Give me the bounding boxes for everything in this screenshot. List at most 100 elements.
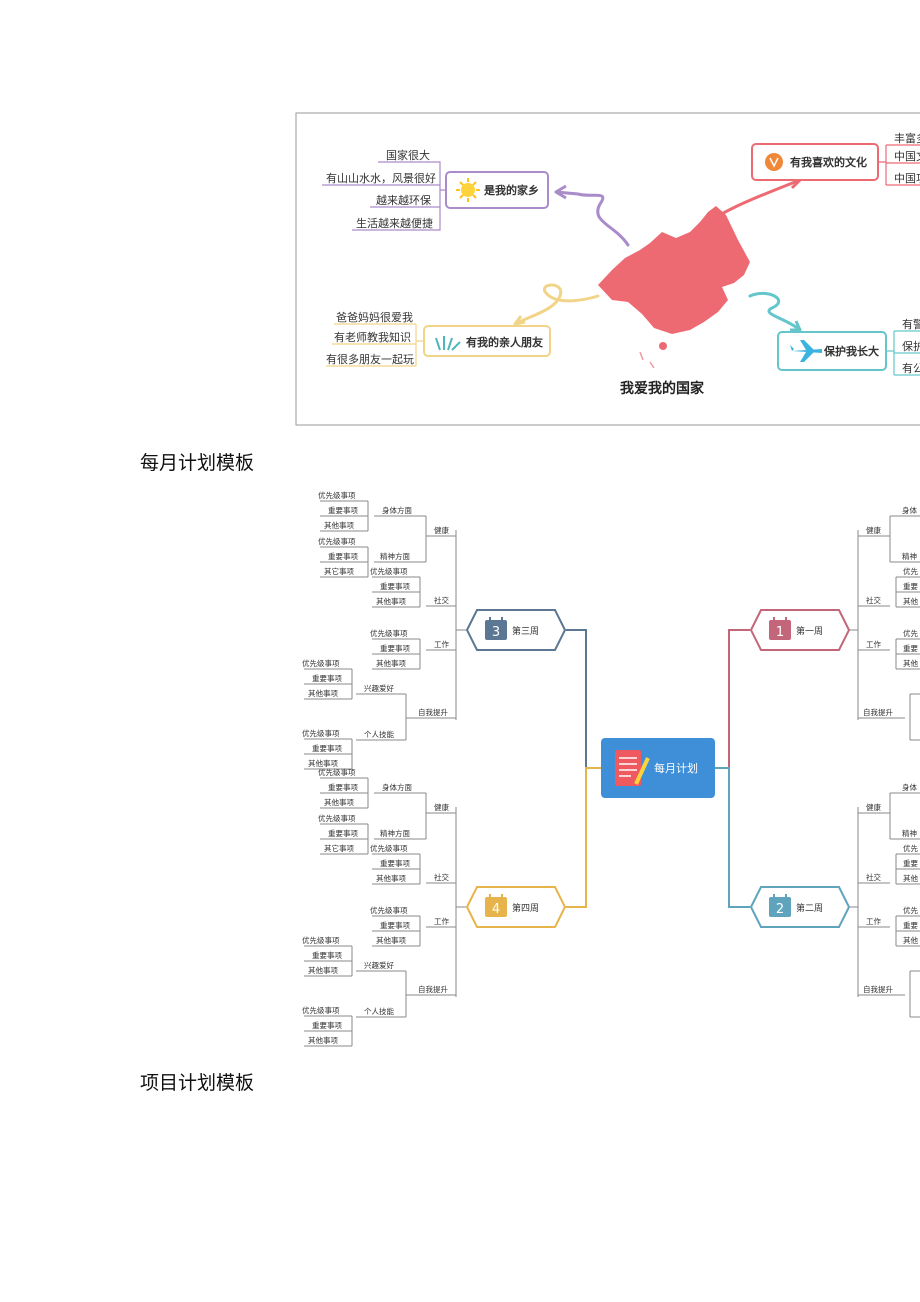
- calendar-icon: [773, 894, 787, 899]
- culture-connectors: [878, 144, 920, 186]
- section-heading-monthly: 每月计划模板: [140, 452, 255, 474]
- trunk-week4: [566, 767, 601, 908]
- category-label: 健康: [434, 802, 449, 812]
- item-label: 重要事项: [328, 505, 358, 515]
- connector-line: [858, 812, 905, 996]
- sub-label: 精神: [902, 828, 917, 838]
- week-label: 第三周: [512, 625, 539, 637]
- arrow-protect: [748, 291, 802, 332]
- item-label: 优先级事项: [370, 628, 408, 638]
- hometown-items: 国家很大 有山山水水，风景很好 越来越环保 生活越来越便捷: [326, 148, 436, 230]
- calendar-icon: [773, 617, 787, 622]
- airplane-icon: [790, 340, 822, 362]
- section-heading-project: 项目计划模板: [140, 1072, 255, 1094]
- sub-label: 精神方面: [380, 828, 410, 838]
- item-label: 其他: [903, 873, 918, 883]
- arrow-friends: [513, 283, 600, 326]
- week-label: 第一周: [796, 625, 823, 637]
- calendar-icon: [769, 897, 791, 917]
- trunk-week2: [715, 767, 750, 908]
- item-label: 重要: [903, 644, 918, 653]
- friends-items: 爸爸妈妈很爱我 有老师教我知识 有很多朋友一起玩: [326, 310, 414, 366]
- sun-icon: [456, 178, 480, 202]
- connector-line: [356, 693, 407, 741]
- connector-line: [889, 792, 920, 840]
- mindmap-title: 我爱我的国家: [620, 380, 705, 397]
- culture-icon: [765, 153, 783, 171]
- category-label: 健康: [866, 802, 881, 812]
- friends-connectors: [326, 323, 424, 367]
- friends-label: 有我的亲人朋友: [466, 335, 543, 349]
- week3-branch: 健康社交工作自我提升身体方面精神方面优先级事项重要事项其他事项优先级事项重要事项…: [302, 490, 567, 770]
- item-label: 优先级事项: [318, 536, 356, 546]
- item-label: 其他: [903, 596, 918, 606]
- item-label: 其他事项: [308, 965, 338, 975]
- culture-items: 丰富多 中国文 中国功: [894, 131, 920, 185]
- connector-line: [909, 970, 920, 1018]
- item-label: 重要: [903, 859, 918, 868]
- category-label: 自我提升: [863, 984, 893, 994]
- item-label: 重要事项: [380, 858, 410, 868]
- national-mindmap: 是我的家乡 国家很大 有山山水水，风景很好 越来越环保 生活越来越便捷 有我喜欢…: [295, 112, 920, 426]
- category-label: 健康: [434, 525, 449, 535]
- category-label: 工作: [866, 639, 881, 649]
- protect-item: 有公: [902, 361, 920, 375]
- monthly-plan-mindmap: 每月计划 健康社交工作自我提升身体方面精神方面优先级事项重要事项其他事项优先级事…: [302, 490, 920, 1047]
- arrow-hometown-head: [555, 184, 567, 200]
- hometown-item: 国家很大: [386, 148, 430, 162]
- item-label: 重要: [903, 921, 918, 930]
- sub-label: 精神: [902, 551, 917, 561]
- item-label: 重要事项: [312, 673, 342, 683]
- connector-line: [455, 807, 466, 997]
- hometown-label: 是我的家乡: [483, 183, 539, 197]
- category-label: 社交: [434, 872, 449, 882]
- item-label: 优先级事项: [318, 813, 356, 823]
- culture-item: 中国文: [894, 149, 920, 163]
- connector-line: [356, 970, 407, 1018]
- category-label: 社交: [866, 595, 881, 605]
- sub-label: 个人技能: [364, 1006, 394, 1016]
- arrow-culture: [688, 178, 802, 237]
- category-label: 社交: [434, 595, 449, 605]
- category-label: 工作: [866, 916, 881, 926]
- item-label: 其它事项: [324, 566, 354, 576]
- category-label: 工作: [434, 639, 449, 649]
- friends-item: 有老师教我知识: [334, 330, 411, 344]
- connector-line: [455, 530, 466, 720]
- item-label: 重要事项: [328, 828, 358, 838]
- item-label: 重要事项: [328, 551, 358, 561]
- item-label: 优先级事项: [302, 935, 340, 945]
- item-label: 重要事项: [380, 581, 410, 591]
- item-label: 优先: [903, 843, 918, 853]
- sub-label: 个人技能: [364, 729, 394, 739]
- protect-item: 有警: [902, 317, 920, 331]
- notepad-icon: [615, 750, 650, 786]
- connector-line: [909, 693, 920, 741]
- arrow-protect-head: [790, 320, 802, 332]
- calendar-icon: [485, 897, 507, 917]
- calendar-icon: [769, 620, 791, 640]
- item-label: 重要事项: [380, 643, 410, 653]
- protect-items: 有警 保护 有公: [902, 317, 920, 375]
- item-label: 其他事项: [376, 935, 406, 945]
- grass-icon: [435, 336, 461, 351]
- category-label: 自我提升: [418, 984, 448, 994]
- connector-line: [858, 535, 905, 719]
- arrow-friends-head: [513, 315, 526, 326]
- center-label: 每月计划: [654, 761, 698, 775]
- item-label: 其他事项: [324, 797, 354, 807]
- category-label: 自我提升: [863, 707, 893, 717]
- week-label: 第四周: [512, 902, 539, 914]
- sub-label: 兴趣爱好: [364, 960, 394, 970]
- item-label: 其他: [903, 658, 918, 668]
- week-label: 第二周: [796, 902, 823, 914]
- item-label: 优先级事项: [318, 490, 356, 500]
- item-label: 其他事项: [308, 688, 338, 698]
- week4-branch: 健康社交工作自我提升身体方面精神方面优先级事项重要事项其他事项优先级事项重要事项…: [302, 767, 567, 1047]
- connector-line: [374, 515, 427, 563]
- week-number: 1: [776, 625, 784, 640]
- protect-connectors: [886, 330, 920, 376]
- item-label: 优先: [903, 566, 918, 576]
- trunk-week1: [715, 629, 750, 769]
